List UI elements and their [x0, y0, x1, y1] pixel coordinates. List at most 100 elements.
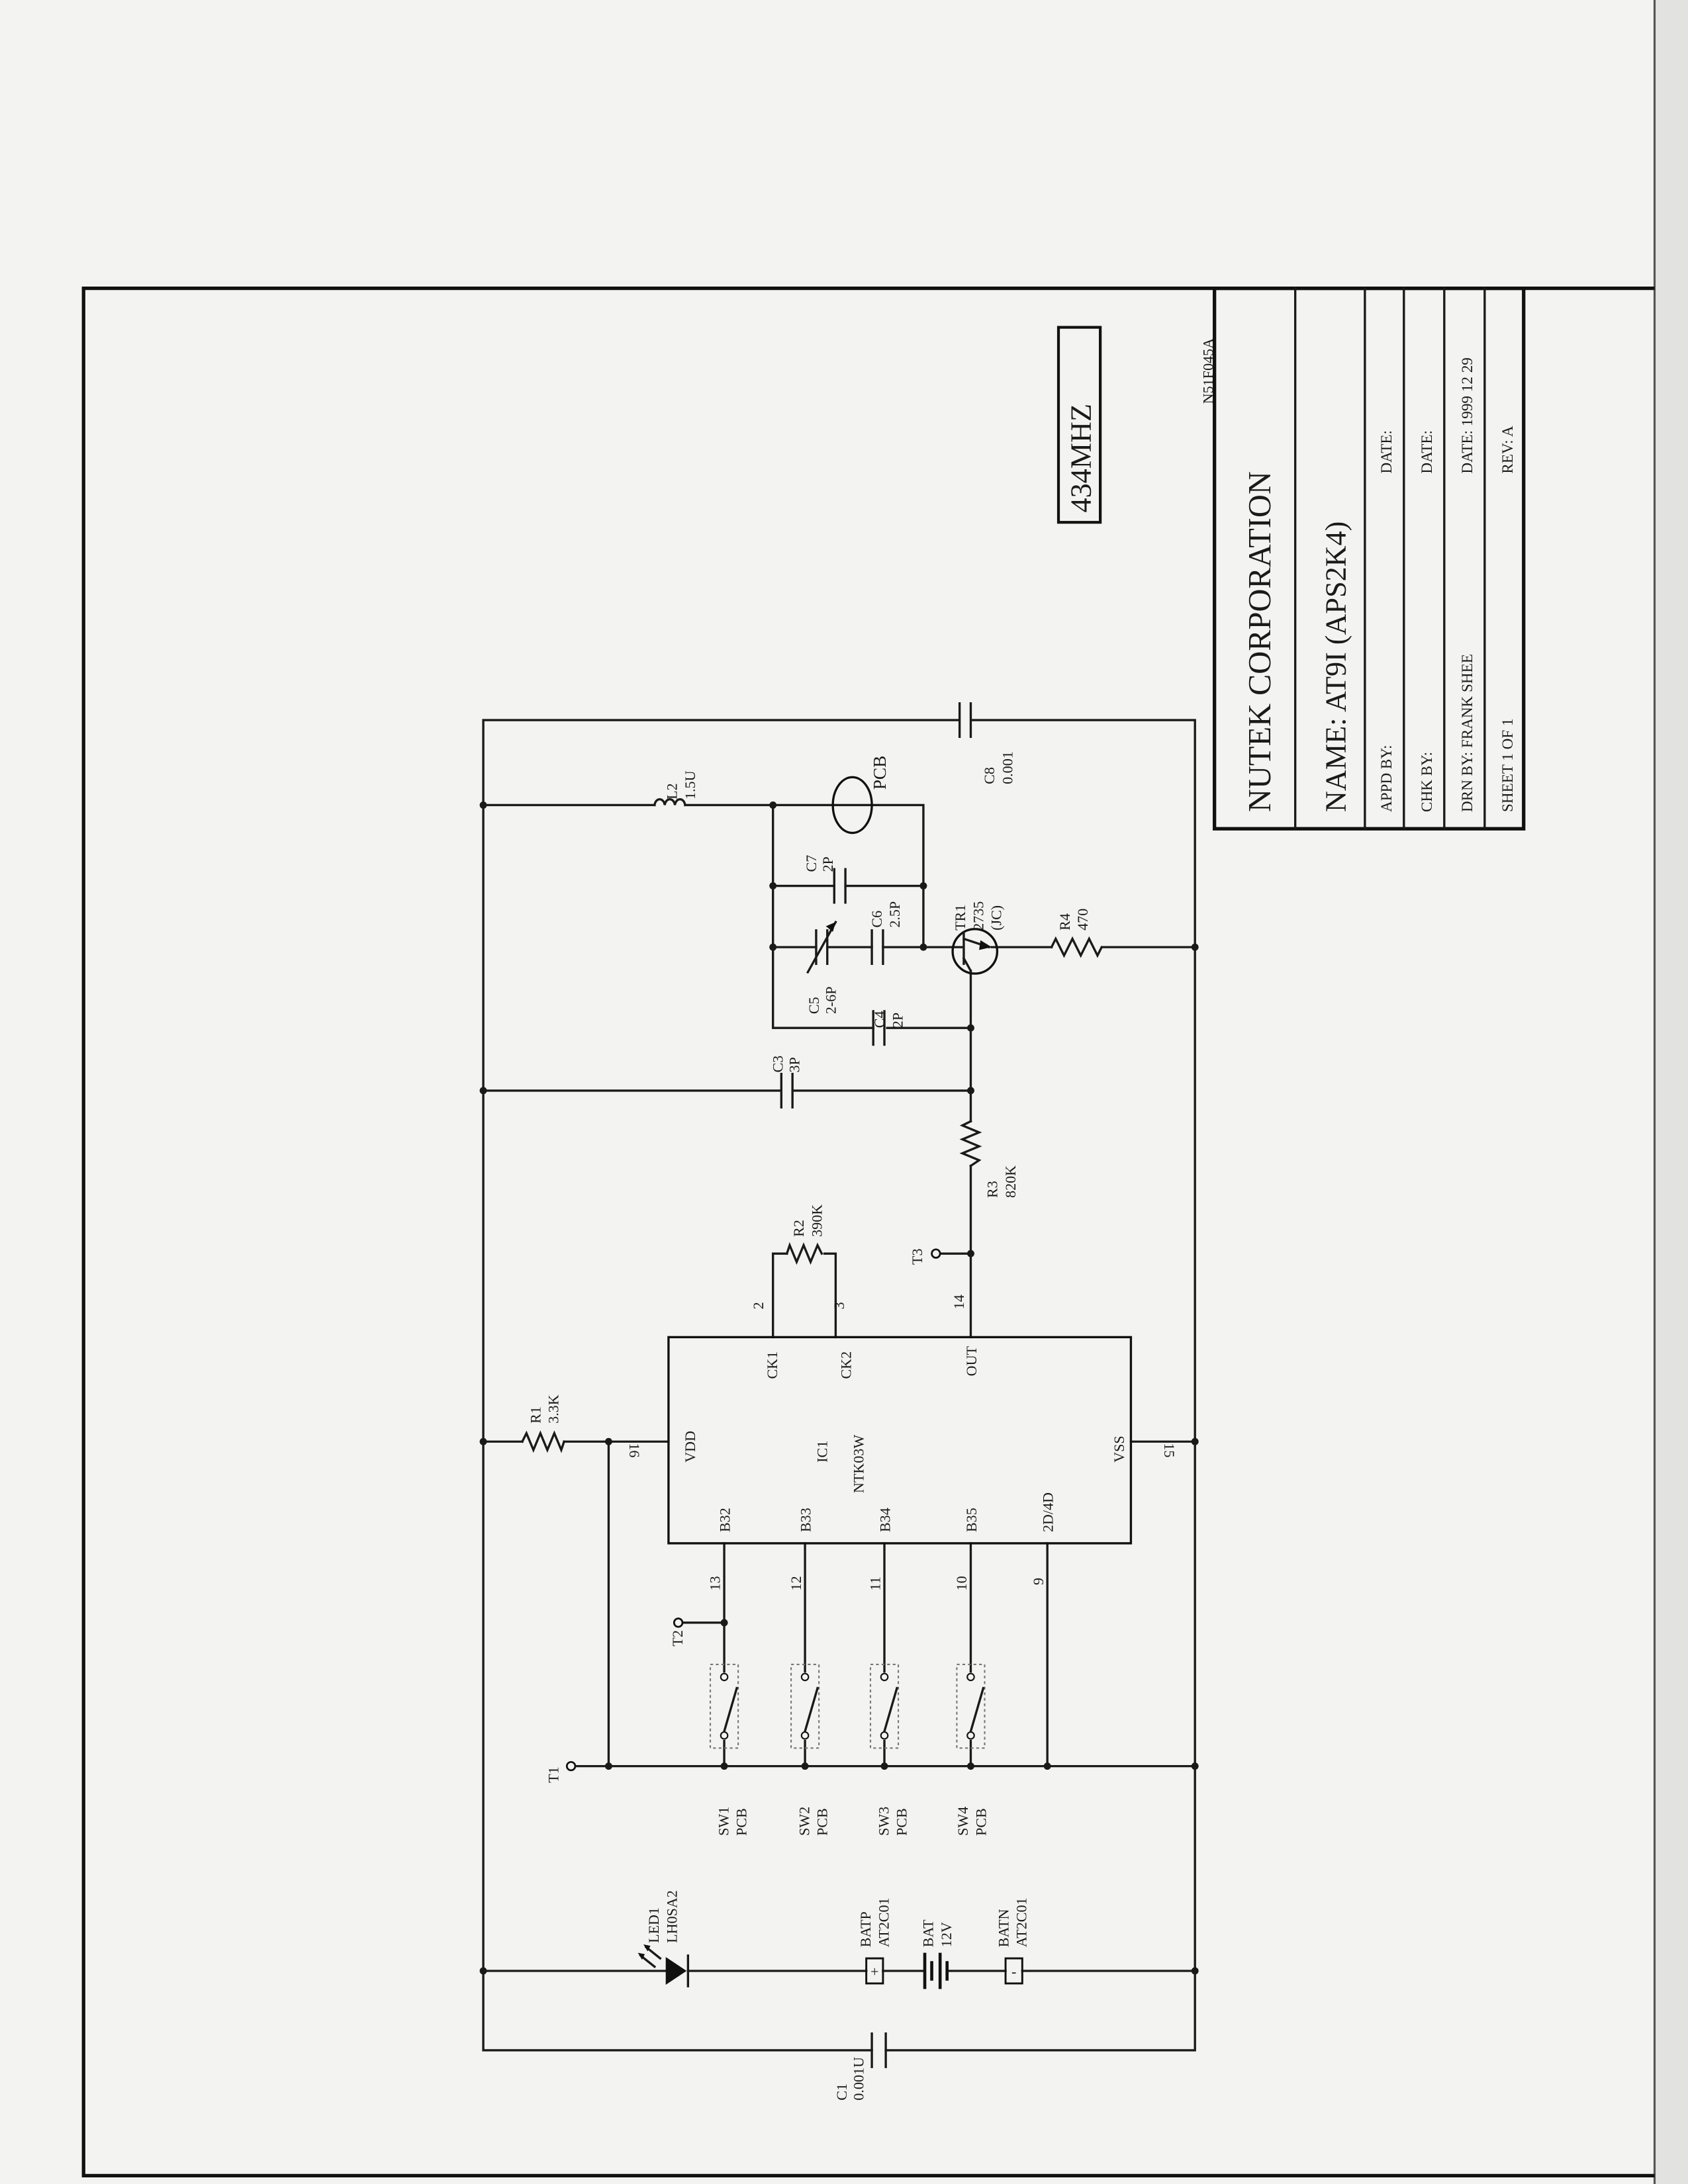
appd-by: APPD BY:: [1378, 745, 1395, 812]
sw2-value: PCB: [814, 1808, 831, 1836]
r1-value: 3.3K: [545, 1394, 562, 1424]
variable-capacitor-c5: [806, 920, 837, 974]
r3-ref: R3: [984, 1181, 1000, 1198]
pin-label-ck2: CK2: [838, 1351, 855, 1379]
pcb-loop-antenna: [831, 776, 873, 835]
led-led1: [637, 1944, 690, 1987]
pin-label-2d4d: 2D/4D: [1040, 1492, 1056, 1532]
c7-ref: C7: [803, 855, 820, 872]
pin-label-vss: VSS: [1111, 1435, 1127, 1463]
led1-value: LH0SA2: [664, 1890, 680, 1943]
switch-sw1: [709, 1663, 739, 1749]
test-point-t1: [565, 1760, 577, 1772]
test-point-t2: [673, 1617, 684, 1628]
c3-ref: C3: [769, 1056, 786, 1073]
battery-negative-contact: [1004, 1957, 1023, 1985]
batp-value: AT2C01: [875, 1897, 892, 1947]
bat-value: 12V: [938, 1922, 955, 1947]
c5-value: 2-6P: [822, 986, 839, 1014]
frequency-box: [1056, 326, 1102, 524]
c6-value: 2.5P: [886, 901, 903, 928]
drn-date: DATE: 1999 12 29: [1459, 357, 1476, 473]
pin-number-2d4d: 9: [1030, 1578, 1047, 1585]
pin-number-ck2: 3: [831, 1302, 847, 1309]
switch-sw2: [790, 1663, 820, 1749]
t2-label: T2: [669, 1630, 686, 1647]
c7-value: 2P: [820, 856, 836, 872]
sw4-ref: SW4: [955, 1807, 971, 1836]
resistor-r1: [520, 1430, 566, 1453]
capacitor-c8: [958, 702, 972, 739]
c8-value: 0.001: [1000, 751, 1016, 784]
sw1-ref: SW1: [715, 1807, 731, 1836]
drn-by: DRN BY: FRANK SHEE: [1459, 654, 1476, 812]
chk-date: DATE:: [1419, 430, 1436, 474]
drawing-name: NAME: AT9I (APS2K4): [1319, 522, 1352, 812]
sw3-ref: SW3: [875, 1807, 892, 1836]
battery-bat: [923, 1952, 949, 1989]
revision: REV: A: [1499, 426, 1517, 473]
c4-ref: C4: [871, 1011, 888, 1028]
frequency-label: 434MHZ: [1064, 404, 1097, 512]
pin-number-vdd: 16: [626, 1443, 643, 1457]
r2-ref: R2: [790, 1220, 807, 1237]
tr1-ref: TR1: [952, 905, 968, 931]
pin-label-vdd: VDD: [682, 1431, 698, 1463]
inductor-l2: [653, 798, 686, 807]
c4-value: 2P: [889, 1013, 906, 1028]
pin-number-b35: 10: [953, 1576, 970, 1590]
c8-ref: C8: [981, 767, 998, 784]
batn-ref: BATN: [995, 1909, 1011, 1948]
pin-label-b32: B32: [716, 1508, 733, 1532]
c6-ref: C6: [868, 911, 885, 928]
capacitor-c3: [780, 1072, 794, 1109]
pin-number-b34: 11: [867, 1576, 884, 1590]
sw1-value: PCB: [733, 1808, 750, 1836]
r3-value: 820K: [1002, 1165, 1019, 1198]
r4-value: 470: [1074, 909, 1091, 931]
c3-value: 3P: [786, 1057, 803, 1072]
batn-sign: -: [1011, 1963, 1016, 1979]
resistor-r2: [785, 1242, 823, 1265]
pin-number-vss: 15: [1161, 1443, 1178, 1457]
capacitor-c1: [870, 2032, 887, 2068]
antenna-label: PCB: [870, 756, 890, 790]
r4-ref: R4: [1056, 913, 1073, 931]
switch-sw4: [956, 1663, 986, 1749]
battery-positive-contact: [865, 1957, 884, 1985]
capacitor-c4: [872, 1010, 886, 1046]
pin-label-b33: B33: [798, 1508, 814, 1532]
pin-number-out: 14: [951, 1295, 967, 1309]
capacitor-c6: [870, 929, 884, 966]
ic1-ref: IC1: [814, 1441, 831, 1463]
c1-value: 0.001U: [850, 2057, 867, 2101]
t3-label: T3: [909, 1248, 925, 1265]
pin-number-b32: 13: [707, 1576, 724, 1590]
ic1-part: NTK03W: [850, 1435, 867, 1493]
c1-ref: C1: [833, 2083, 850, 2101]
sheet-number: SHEET 1 OF 1: [1499, 718, 1517, 812]
scan-edge: [1654, 0, 1688, 2184]
resistor-r3: [959, 1119, 982, 1167]
title-block: NUTEK CORPORATION NAME: AT9I (APS2K4) AP…: [1213, 287, 1526, 831]
batn-value: AT2C01: [1013, 1897, 1030, 1947]
tr1-note: (JC): [988, 905, 1005, 931]
l2-value: 1.5U: [682, 770, 698, 799]
tr1-value: 2735: [970, 901, 986, 931]
sw2-ref: SW2: [796, 1807, 812, 1836]
r1-ref: R1: [527, 1406, 543, 1424]
chk-by: CHK BY:: [1419, 752, 1436, 812]
batp-ref: BATP: [857, 1911, 874, 1947]
test-point-t3: [931, 1248, 941, 1259]
pin-label-out: OUT: [963, 1345, 980, 1376]
resistor-r4: [1050, 936, 1103, 958]
pin-label-ck1: CK1: [764, 1351, 780, 1379]
bat-ref: BAT: [920, 1919, 937, 1947]
t1-label: T1: [545, 1766, 562, 1783]
junction-dots: [479, 801, 1199, 1975]
r2-value: 390K: [808, 1205, 825, 1237]
wires: [482, 719, 1196, 2052]
company-name: NUTEK CORPORATION: [1243, 471, 1278, 812]
appd-date: DATE:: [1378, 430, 1395, 474]
sw4-value: PCB: [973, 1808, 990, 1836]
